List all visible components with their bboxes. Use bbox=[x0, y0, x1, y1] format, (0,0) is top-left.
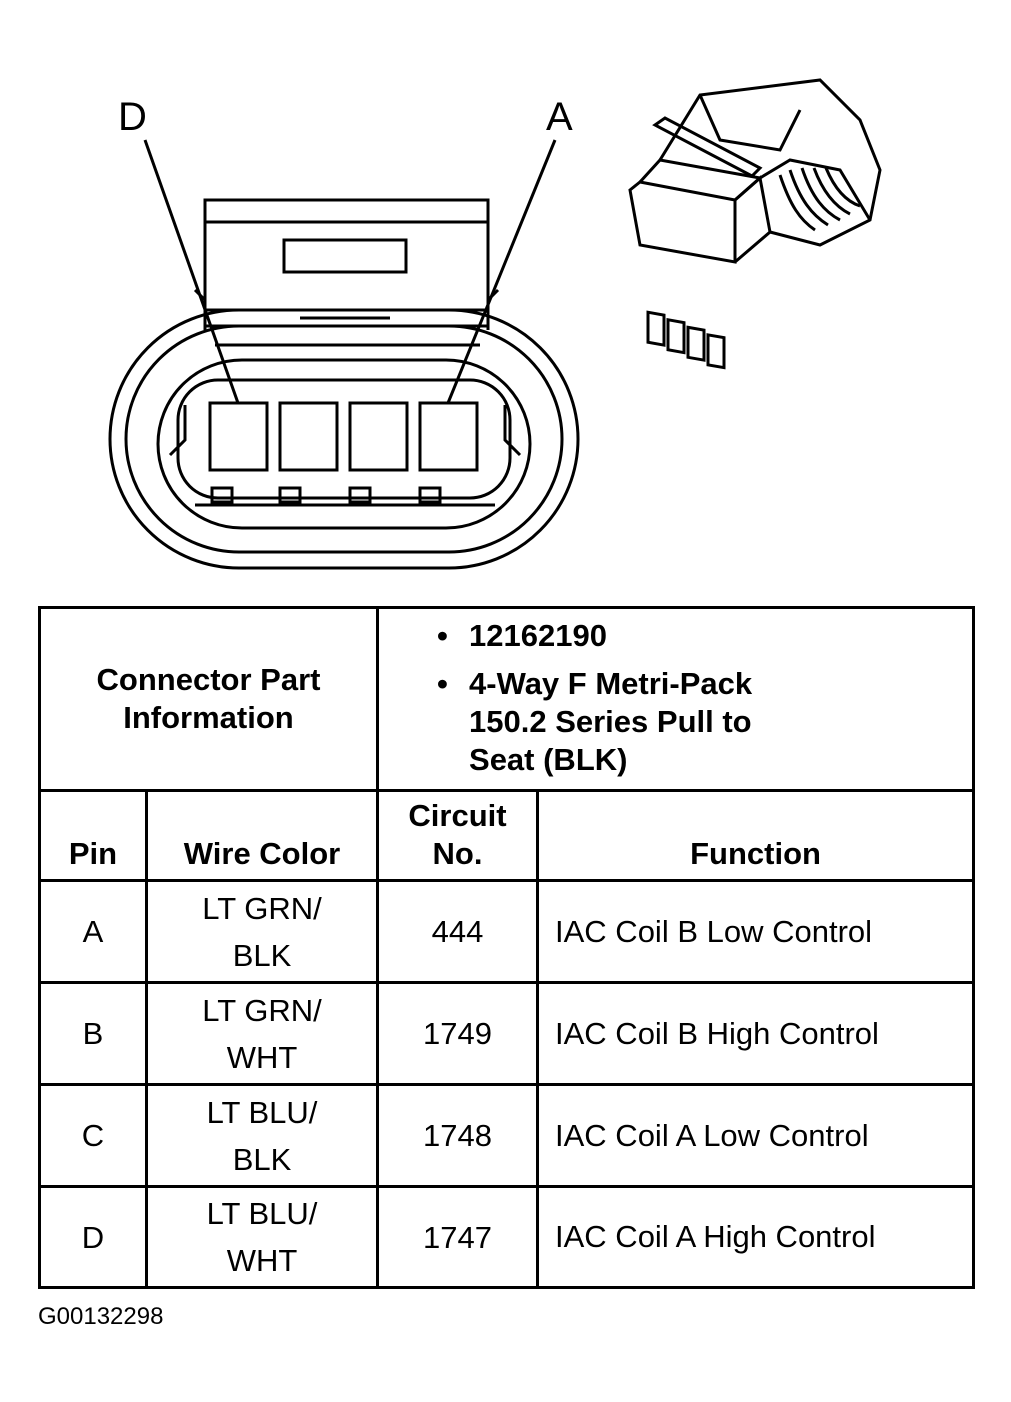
table-row: B LT GRN/ WHT 1749 IAC Coil B High Contr… bbox=[38, 981, 976, 1086]
pin-label-d: D bbox=[118, 95, 147, 139]
function-cell: IAC Coil A Low Control bbox=[536, 1083, 976, 1188]
circuit-cell: 444 bbox=[376, 879, 540, 984]
function-cell: IAC Coil A High Control bbox=[536, 1185, 976, 1289]
connector-outer-shell bbox=[108, 308, 580, 570]
col-header-function: Function bbox=[536, 789, 976, 882]
wire-color-cell: LT GRN/ BLK bbox=[144, 879, 380, 984]
part-description: 4-Way F Metri-Pack 150.2 Series Pull to … bbox=[437, 665, 769, 779]
part-number: 12162190 bbox=[437, 617, 972, 655]
table-row: D LT BLU/ WHT 1747 IAC Coil A High Contr… bbox=[38, 1185, 976, 1289]
pin-label-a: A bbox=[546, 95, 573, 139]
circuit-cell: 1747 bbox=[376, 1185, 540, 1289]
function-cell: IAC Coil B Low Control bbox=[536, 879, 976, 984]
cavity-c bbox=[278, 401, 339, 472]
cavity-b bbox=[348, 401, 409, 472]
wire-color-cell: LT GRN/ WHT bbox=[144, 981, 380, 1086]
cavity-d bbox=[208, 401, 269, 472]
wire-color-cell: LT BLU/ WHT bbox=[144, 1185, 380, 1289]
connector-part-info-cell: 12162190 4-Way F Metri-Pack 150.2 Series… bbox=[376, 606, 976, 792]
part-info-list: 12162190 4-Way F Metri-Pack 150.2 Series… bbox=[437, 617, 972, 779]
latch-slot bbox=[282, 238, 408, 274]
col-header-circuit-no: Circuit No. bbox=[376, 789, 540, 882]
function-cell: IAC Coil B High Control bbox=[536, 981, 976, 1086]
circuit-cell: 1749 bbox=[376, 981, 540, 1086]
col-header-pin: Pin bbox=[38, 789, 148, 882]
connector-diagram: D A bbox=[108, 78, 882, 570]
leader-line-a bbox=[446, 139, 557, 404]
cavity-a bbox=[418, 401, 479, 472]
col-header-wire-color: Wire Color bbox=[144, 789, 380, 882]
pin-cell: A bbox=[38, 879, 148, 984]
table-row: C LT BLU/ BLK 1748 IAC Coil A Low Contro… bbox=[38, 1083, 976, 1188]
connector-isometric-view bbox=[628, 78, 882, 370]
wire-color-cell: LT BLU/ BLK bbox=[144, 1083, 380, 1188]
circuit-cell: 1748 bbox=[376, 1083, 540, 1188]
connector-pin-table: Connector Part Information 12162190 4-Wa… bbox=[37, 606, 976, 1289]
pin-cell: B bbox=[38, 981, 148, 1086]
pin-cell: D bbox=[38, 1185, 148, 1289]
figure-code: G00132298 bbox=[38, 1303, 164, 1330]
connector-latch bbox=[203, 198, 490, 330]
leader-line-d bbox=[143, 139, 240, 404]
table-row: A LT GRN/ BLK 444 IAC Coil B Low Control bbox=[38, 879, 976, 984]
connector-part-info-label: Connector Part Information bbox=[37, 606, 380, 792]
pin-cell: C bbox=[38, 1083, 148, 1188]
